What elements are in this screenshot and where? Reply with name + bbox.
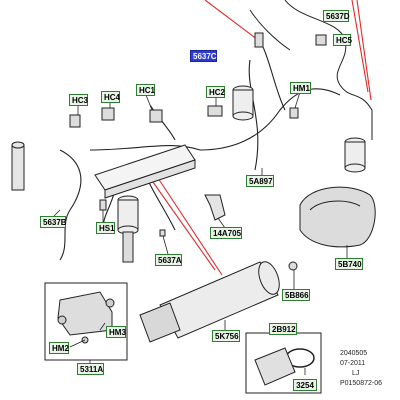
reference-line-4: P0150872-06 (339, 380, 382, 387)
callout-5K756[interactable]: 5K756 (212, 330, 240, 342)
callout-HC3[interactable]: HC3 (69, 94, 88, 106)
callout-3254[interactable]: 3254 (293, 379, 317, 391)
callout-14A705[interactable]: 14A705 (210, 227, 242, 239)
isolator (288, 261, 298, 271)
air-spring-rear-right (344, 137, 366, 173)
air-spring-rear-left (232, 85, 254, 121)
callout-HC1[interactable]: HC1 (136, 84, 155, 96)
callout-5A897[interactable]: 5A897 (246, 175, 274, 187)
diagram-reference: 2040505 07-2011 LJ P0150872-06 (340, 350, 382, 387)
callout-HC2[interactable]: HC2 (206, 86, 225, 98)
callout-5637C[interactable]: 5637C (190, 50, 217, 62)
callout-5B866[interactable]: 5B866 (282, 289, 310, 301)
reference-line-2: 07-2011 (339, 360, 366, 367)
red-leader-lines (147, 0, 372, 276)
reference-line-3: LJ (351, 370, 360, 377)
callout-HC5[interactable]: HC5 (333, 34, 352, 46)
compressor-cylinder (139, 261, 280, 343)
callout-HM3[interactable]: HM3 (106, 326, 126, 338)
reference-line-1: 2040505 (339, 350, 368, 357)
callout-5637D[interactable]: 5637D (323, 10, 350, 22)
air-spring-front (117, 195, 139, 263)
callout-5311A[interactable]: 5311A (77, 363, 104, 375)
body-outline (249, 0, 373, 140)
front-strut (11, 141, 25, 191)
callout-5637B[interactable]: 5637B (40, 216, 67, 228)
callout-5B740[interactable]: 5B740 (335, 258, 363, 270)
connector-parts (69, 32, 327, 237)
valve-rail (94, 144, 196, 199)
bracket (204, 194, 226, 221)
compressor-cover (299, 186, 376, 248)
callout-HM1[interactable]: HM1 (290, 82, 311, 94)
callout-5637A[interactable]: 5637A (155, 254, 182, 266)
callout-HS1[interactable]: HS1 (96, 222, 115, 234)
callout-2B912[interactable]: 2B912 (269, 323, 297, 335)
callout-HM2[interactable]: HM2 (49, 342, 69, 354)
callout-HC4[interactable]: HC4 (101, 91, 120, 103)
